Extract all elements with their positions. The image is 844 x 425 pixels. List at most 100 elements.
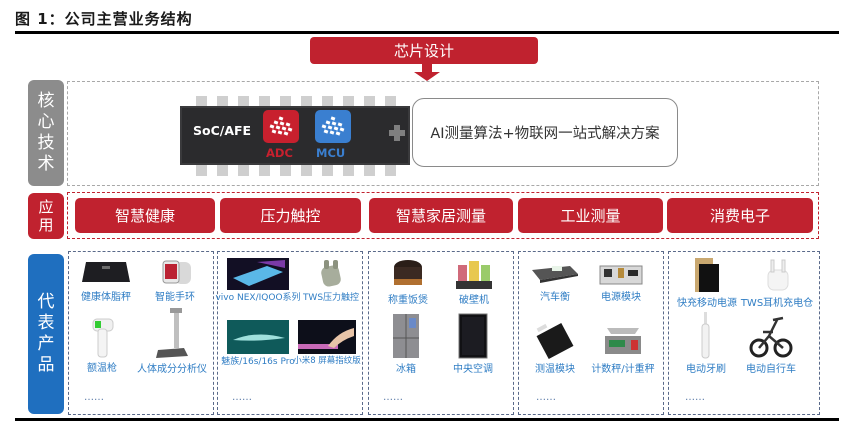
product-group-home	[368, 251, 514, 415]
label-char: 品	[37, 355, 55, 375]
power-module-icon	[599, 265, 643, 285]
product-name: 魅族/16s/16s Pro	[221, 357, 295, 367]
more-ellipsis: ……	[84, 392, 104, 403]
product-name: 冰箱	[396, 364, 416, 375]
chip-design-banner: 芯片设计	[310, 37, 538, 64]
product-item: 人体成分分析仪	[132, 306, 212, 375]
application-container	[67, 192, 819, 239]
chip-pins-bottom	[196, 164, 396, 176]
earbuds-case-icon	[767, 259, 789, 291]
label-char: 核	[37, 91, 55, 111]
adc-block	[263, 110, 299, 143]
blender-icon	[456, 261, 492, 289]
grid-dots-icon	[321, 115, 345, 136]
app-pressure-touch: 压力触控	[220, 198, 361, 233]
product-name: 快充移动电源	[677, 298, 737, 309]
electric-bike-icon	[749, 316, 793, 358]
app-smart-health: 智慧健康	[75, 198, 215, 233]
label-char: 表	[37, 313, 55, 333]
product-group-health	[68, 251, 214, 415]
product-item: 冰箱	[378, 312, 434, 375]
earbuds-icon	[321, 260, 341, 287]
body-fat-scale-icon	[82, 262, 130, 282]
product-name: 健康体脂秤	[81, 292, 131, 303]
product-item: 智能手环	[140, 258, 210, 303]
plus-icon	[389, 125, 405, 141]
soc-afe-label: SoC/AFE	[193, 123, 252, 138]
down-arrow-icon	[414, 64, 440, 81]
label-char: 应	[38, 198, 54, 216]
product-item: 小米8 屏幕指纹版	[293, 320, 361, 366]
product-item: vivo NEX/IQOO系列	[215, 258, 301, 303]
product-item: 快充移动电源	[672, 256, 742, 309]
row-label-products: 代 表 产 品	[28, 254, 64, 414]
product-name: TWS压力触控	[302, 293, 360, 303]
product-item: 电动自行车	[738, 310, 804, 375]
top-rule	[15, 31, 839, 34]
app-industrial-measurement: 工业测量	[518, 198, 663, 233]
app-smart-home-measurement: 智慧家居测量	[369, 198, 513, 233]
electric-toothbrush-icon	[701, 312, 710, 359]
more-ellipsis: ……	[383, 392, 403, 403]
label-char: 心	[37, 112, 55, 132]
product-name: 称重饭煲	[388, 295, 428, 306]
more-ellipsis: ……	[232, 392, 252, 403]
more-ellipsis: ……	[536, 392, 556, 403]
refrigerator-icon	[393, 314, 419, 358]
product-item: 计数秤/计重秤	[586, 322, 660, 375]
product-item: 魅族/16s/16s Pro	[220, 320, 296, 367]
phone-icon	[227, 320, 289, 354]
product-item: 破壁机	[446, 257, 502, 306]
product-group-industrial	[518, 251, 664, 415]
app-consumer-electronics: 消费电子	[667, 198, 813, 233]
row-label-application: 应 用	[28, 193, 64, 239]
product-name: vivo NEX/IQOO系列	[215, 293, 301, 303]
product-item: 中央空调	[440, 312, 506, 375]
product-name: 电动牙刷	[686, 364, 726, 375]
product-name: 破壁机	[459, 295, 489, 306]
power-bank-icon	[695, 258, 719, 292]
product-item: 汽车衡	[524, 262, 586, 303]
row-label-core-tech: 核 心 技 术	[28, 80, 64, 186]
product-name: 小米8 屏幕指纹版	[293, 356, 361, 366]
solution-box: AI测量算法+物联网一站式解决方案	[412, 98, 678, 167]
product-name: TWS耳机充电仓	[740, 298, 814, 309]
figure-title: 图 1：公司主营业务结构	[15, 10, 193, 28]
product-name: 人体成分分析仪	[137, 364, 207, 375]
product-item: 测温模块	[524, 322, 586, 375]
product-item: 电源模块	[588, 262, 654, 303]
temperature-module-icon	[536, 322, 574, 360]
product-group-consumer	[668, 251, 820, 415]
product-name: 测温模块	[535, 364, 575, 375]
label-char: 产	[37, 334, 55, 354]
more-ellipsis: ……	[685, 392, 705, 403]
chip-pins-top	[196, 96, 396, 108]
counting-scale-icon	[605, 328, 641, 354]
product-name: 中央空调	[453, 364, 493, 375]
core-tech-container	[67, 81, 819, 186]
truck-scale-icon	[532, 266, 578, 283]
product-item: 额温枪	[72, 317, 132, 374]
fingerprint-phone-icon	[298, 320, 356, 354]
phone-icon	[227, 258, 289, 290]
product-item: TWS耳机充电仓	[738, 256, 816, 309]
mcu-label: MCU	[316, 146, 346, 160]
product-name: 额温枪	[87, 363, 117, 374]
adc-label: ADC	[266, 146, 293, 160]
product-name: 计数秤/计重秤	[591, 364, 655, 375]
label-char: 术	[37, 154, 55, 174]
product-item: 健康体脂秤	[72, 258, 140, 303]
grid-dots-icon	[269, 115, 293, 136]
label-char: 技	[37, 133, 55, 153]
air-conditioner-icon	[458, 313, 488, 359]
product-name: 电源模块	[601, 292, 641, 303]
product-name: 电动自行车	[746, 364, 796, 375]
solution-text: AI测量算法+物联网一站式解决方案	[430, 126, 660, 142]
mcu-block	[315, 110, 351, 143]
label-char: 代	[37, 292, 55, 312]
product-item: TWS压力触控	[300, 258, 362, 303]
smart-band-icon	[162, 260, 191, 284]
product-group-touch	[217, 251, 363, 415]
bottom-rule	[15, 418, 839, 421]
thermometer-gun-icon	[92, 318, 114, 358]
